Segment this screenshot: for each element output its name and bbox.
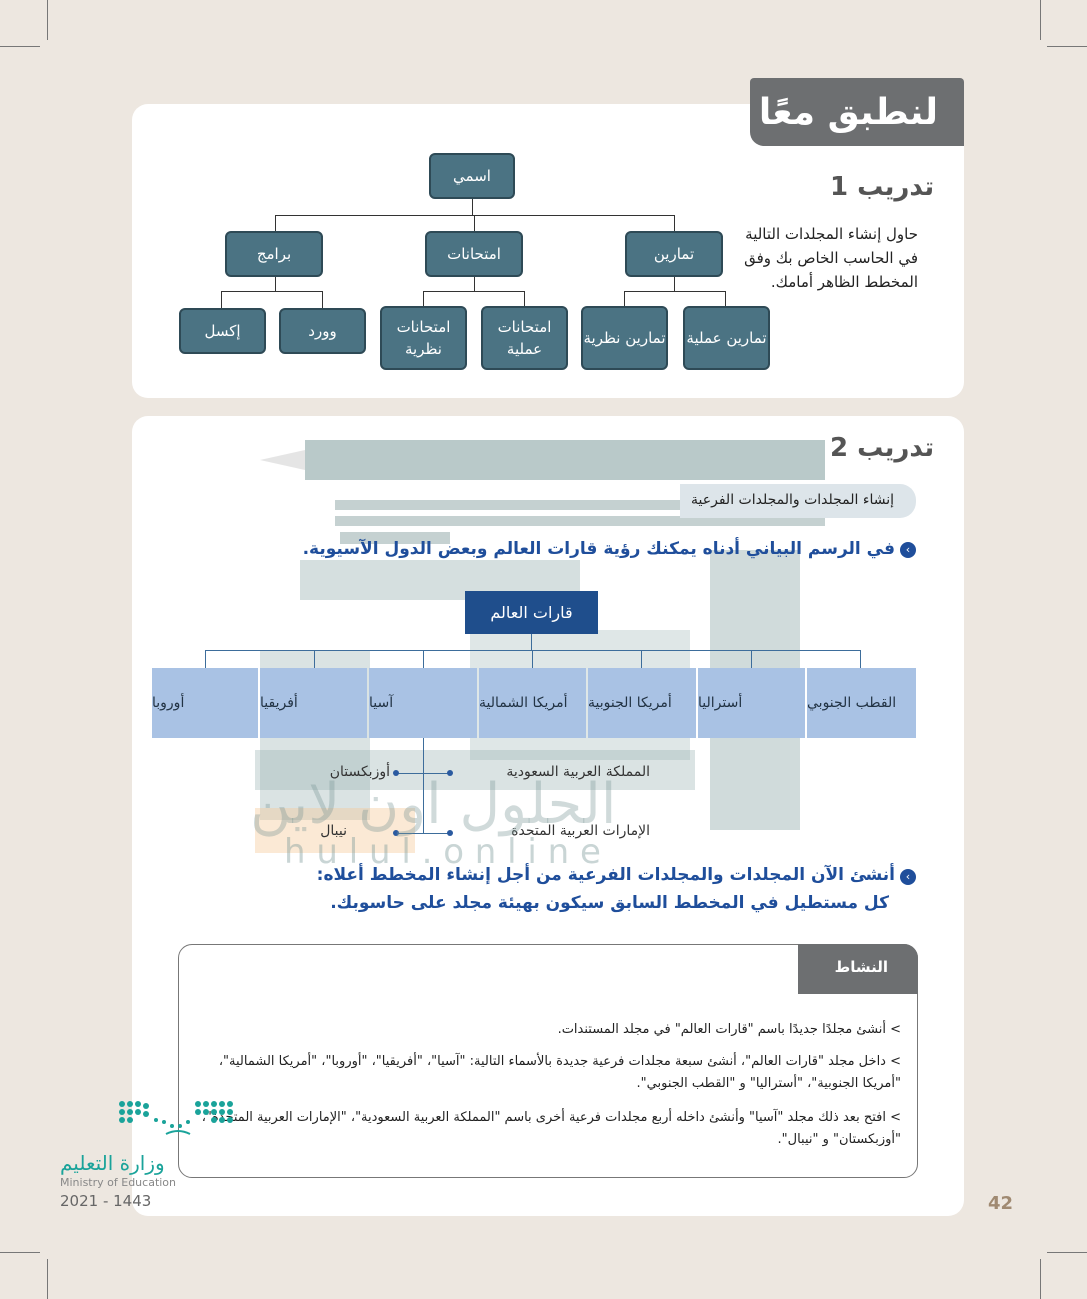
page-number: 42	[988, 1193, 1013, 1214]
crop-mark	[1047, 46, 1087, 47]
exercise2-point2-line2: كل مستطيل في المخطط السابق سيكون بهيئة م…	[330, 893, 889, 913]
tree-connector	[674, 276, 675, 291]
tree-connector	[221, 291, 222, 309]
activity-title: النشاط	[798, 944, 918, 994]
tree-connector	[275, 215, 276, 232]
tree-connector	[624, 291, 625, 306]
tree-node-word: وورد	[279, 308, 366, 354]
watermark-text-arabic: الحلول اون لاين	[250, 772, 616, 837]
ministry-name-arabic: وزارة التعليم	[60, 1151, 165, 1175]
diagram-root: قارات العالم	[465, 591, 598, 634]
exercise1-description: حاول إنشاء المجلدات التالية في الحاسب ال…	[736, 222, 918, 294]
diagram-connector	[423, 650, 424, 668]
crop-mark	[1040, 0, 1041, 40]
exercise2-tag: إنشاء المجلدات والمجلدات الفرعية	[680, 484, 916, 518]
tree-node-practical-exams: امتحانات عملية	[481, 306, 568, 370]
continent-south-america: أمريكا الجنوبية	[588, 668, 696, 738]
tree-node-practical-exercises: تمارين عملية	[683, 306, 770, 370]
tree-connector	[275, 215, 675, 216]
crop-mark	[47, 0, 48, 40]
crop-mark	[1040, 1259, 1041, 1299]
diagram-connector	[751, 650, 752, 668]
tree-node-theory-exercises: تمارين نظرية	[581, 306, 668, 370]
continent-africa: أفريقيا	[260, 668, 367, 738]
tree-connector	[423, 291, 525, 292]
continent-antarctica: القطب الجنوبي	[807, 668, 916, 738]
tree-node-theory-exams: امتحانات نظرية	[380, 306, 467, 370]
diagram-connector	[860, 650, 861, 668]
tree-connector	[275, 276, 276, 291]
section-title: لنطبق معًا	[750, 78, 964, 146]
exercise1-title: تدريب 1	[830, 172, 934, 202]
exercise2-title: تدريب 2	[830, 433, 934, 463]
tree-connector	[725, 291, 726, 306]
activity-item: > أنشئ مجلدًا جديدًا باسم "قارات العالم"…	[201, 1019, 901, 1041]
diagram-connector	[532, 650, 533, 668]
continent-australia: أستراليا	[698, 668, 805, 738]
crop-mark	[47, 1259, 48, 1299]
ministry-year: 2021 - 1443	[60, 1192, 151, 1210]
activity-item: > داخل مجلد "قارات العالم"، أنشئ سبعة مج…	[201, 1051, 901, 1095]
tree-node-excel: إكسل	[179, 308, 266, 354]
crop-mark	[1047, 1252, 1087, 1253]
diagram-connector	[531, 634, 532, 650]
activity-item: > افتح بعد ذلك مجلد "آسيا" وأنشئ داخله أ…	[201, 1107, 901, 1151]
tree-connector	[624, 291, 726, 292]
tree-node-exams: امتحانات	[425, 231, 523, 277]
diagram-connector	[314, 650, 315, 668]
tree-root-node: اسمي	[429, 153, 515, 199]
continent-asia: آسيا	[369, 668, 477, 738]
diagram-connector	[205, 650, 861, 651]
tree-connector	[524, 291, 525, 306]
tree-connector	[221, 291, 323, 292]
crop-mark	[0, 1252, 40, 1253]
tree-node-programs: برامج	[225, 231, 323, 277]
continent-north-america: أمريكا الشمالية	[479, 668, 586, 738]
ministry-logo-icon	[116, 1098, 240, 1142]
exercise2-point1: في الرسم البياني أدناه يمكنك رؤية قارات …	[303, 539, 895, 559]
tree-node-exercises: تمارين	[625, 231, 723, 277]
watermark-bar	[305, 440, 825, 480]
tree-connector	[322, 291, 323, 309]
diagram-connector	[641, 650, 642, 668]
tree-connector	[674, 215, 675, 232]
ministry-name-english: Ministry of Education	[60, 1176, 176, 1189]
chevron-icon: ‹	[900, 542, 916, 558]
continent-europe: أوروبا	[152, 668, 258, 738]
watermark-pencil-tip	[260, 450, 305, 470]
crop-mark	[0, 46, 40, 47]
exercise2-point2-line1: أنشئ الآن المجلدات والمجلدات الفرعية من …	[317, 865, 895, 885]
activity-box: النشاط > أنشئ مجلدًا جديدًا باسم "قارات …	[178, 944, 918, 1178]
diagram-connector	[205, 650, 206, 668]
tree-connector	[472, 198, 473, 215]
tree-connector	[474, 276, 475, 291]
chevron-icon: ‹	[900, 869, 916, 885]
tree-connector	[423, 291, 424, 306]
tree-connector	[474, 215, 475, 232]
